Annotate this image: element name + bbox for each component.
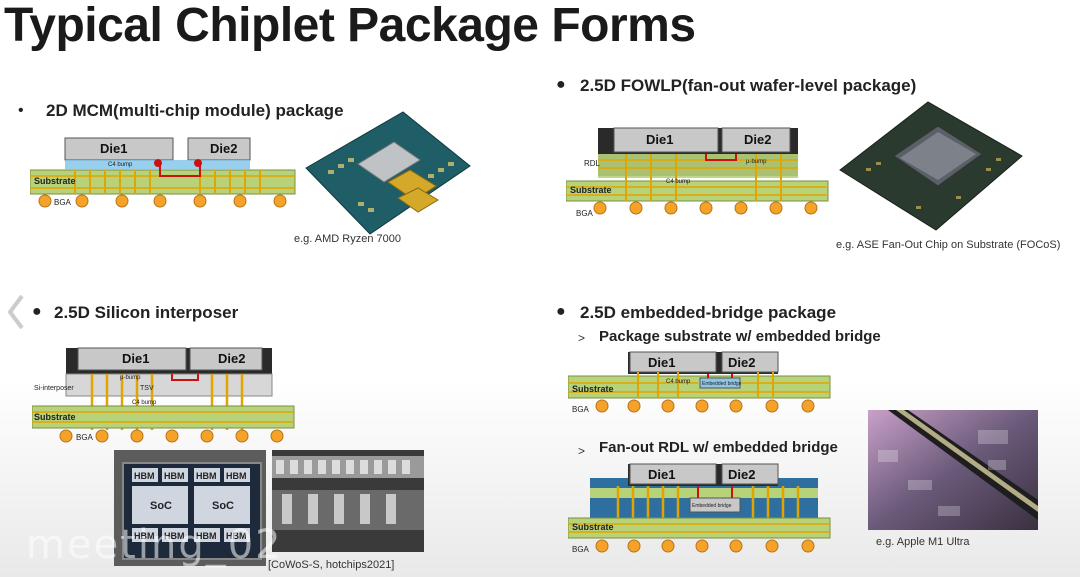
fowlp-rdl-label: RDL — [584, 159, 601, 168]
cowos-layout: HBM HBM HBM HBM SoC SoC HBM HBM HBM HBM — [132, 468, 250, 542]
soc-label: SoC — [212, 500, 234, 512]
mcm-heading: 2D MCM(multi-chip module) package — [46, 101, 344, 120]
bridge1-bump-label: C4 bump — [666, 379, 691, 385]
fowlp-heading: 2.5D FOWLP(fan-out wafer-level package) — [580, 76, 917, 95]
focos-chip-photo — [839, 101, 1023, 231]
bridge2-die1 — [629, 463, 717, 485]
fowlp-bga-label: BGA — [576, 209, 594, 218]
watermark: meeting_02 — [26, 522, 283, 568]
bridge-rdl-diagram: Die1 Die2 Embedded bridge Substrate BGA — [568, 463, 831, 554]
hbm-label: HBM — [226, 531, 247, 541]
hbm-label: HBM — [164, 471, 185, 481]
bridge-caption: e.g. Apple M1 Ultra — [876, 536, 970, 548]
interposer-diagram: Die1 Die2 Si-interposer TSV µ-bump C4 bu… — [32, 347, 295, 443]
interposer-heading: 2.5D Silicon interposer — [54, 303, 239, 322]
bullet-dot: • — [18, 102, 24, 119]
hbm-label: HBM — [164, 531, 185, 541]
bridge-sub2: Fan-out RDL w/ embedded bridge — [599, 439, 838, 456]
interposer-caption: [CoWoS-S, hotchips2021] — [268, 559, 395, 571]
soc-label: SoC — [150, 500, 172, 512]
fowlp-die1-label: Die1 — [646, 132, 673, 147]
mcm-caption: e.g. AMD Ryzen 7000 — [294, 233, 402, 245]
bridge1-die1-label: Die1 — [648, 355, 675, 370]
mcm-bump-label: C4 bump — [108, 162, 133, 168]
bridge1-die2 — [721, 351, 779, 373]
mcm-die1-label: Die1 — [100, 141, 127, 156]
page-title: Typical Chiplet Package Forms — [4, 0, 696, 52]
interposer-bump-label: C4 bump — [132, 400, 157, 406]
bridge-substrate-diagram: Die1 Die2 C4 bump Embedded bridge Substr… — [568, 351, 831, 414]
bridge2-die2 — [721, 463, 779, 485]
amd-ryzen-photo — [305, 111, 471, 235]
bridge2-bridge-label: Embedded bridge — [692, 503, 732, 509]
fowlp-die2 — [721, 127, 791, 153]
bridge2-die1-label: Die1 — [648, 467, 675, 482]
fowlp-bump-label: C4 bump — [666, 179, 691, 185]
interposer-die2 — [189, 347, 263, 371]
bridge1-die2-label: Die2 — [728, 355, 755, 370]
fowlp-die2-label: Die2 — [744, 132, 771, 147]
bridge-sub1: Package substrate w/ embedded bridge — [599, 328, 881, 345]
cowos-cross-section-photo — [272, 450, 424, 552]
hbm-label: HBM — [134, 531, 155, 541]
bullet-dot: ● — [32, 303, 42, 320]
bridge-heading: 2.5D embedded-bridge package — [580, 303, 837, 322]
interposer-die1 — [77, 347, 187, 371]
interposer-die1-label: Die1 — [122, 351, 149, 366]
interposer-die2-label: Die2 — [218, 351, 245, 366]
apple-m1-ultra-photo — [868, 410, 1038, 530]
bridge1-die1 — [629, 351, 717, 373]
interposer-si-label: Si-interposer — [34, 385, 74, 392]
bridge2-bga-label: BGA — [572, 545, 590, 554]
chevron-left-icon[interactable] — [4, 292, 28, 332]
cowos-photo: HBM HBM HBM HBM SoC SoC HBM HBM HBM HBM — [114, 450, 266, 566]
bridge1-bridge-label: Embedded bridge — [702, 381, 742, 387]
hbm-label: HBM — [134, 471, 155, 481]
interposer-tsv-label: TSV — [140, 385, 154, 392]
mcm-bga-label: BGA — [54, 198, 72, 207]
bullet-dot: ● — [556, 303, 566, 320]
interposer-substrate-label: Substrate — [34, 412, 76, 422]
bridge1-bga-label: BGA — [572, 405, 590, 414]
interposer-bga-label: BGA — [76, 433, 94, 442]
fowlp-substrate-label: Substrate — [570, 185, 612, 195]
fowlp-diagram: Die1 Die2 RDL µ-bump C4 bump Substrate B… — [566, 127, 829, 218]
fowlp-die1 — [613, 127, 719, 153]
fowlp-ubump-label: µ-bump — [746, 159, 767, 165]
interposer-ubump-label: µ-bump — [120, 375, 141, 381]
hbm-label: HBM — [196, 531, 217, 541]
hbm-label: HBM — [226, 471, 247, 481]
mcm-diagram: Die1 Die2 Substrate C4 bump BGA — [30, 137, 296, 208]
chevron-right-icon: > — [578, 444, 586, 458]
mcm-substrate-label: Substrate — [34, 176, 76, 186]
chevron-right-icon: > — [578, 331, 586, 345]
mcm-die2-label: Die2 — [210, 141, 237, 156]
bridge2-die2-label: Die2 — [728, 467, 755, 482]
bridge1-substrate-label: Substrate — [572, 384, 614, 394]
hbm-label: HBM — [196, 471, 217, 481]
fowlp-caption: e.g. ASE Fan-Out Chip on Substrate (FOCo… — [836, 239, 1061, 251]
bullet-dot: ● — [556, 76, 566, 93]
bridge2-substrate-label: Substrate — [572, 522, 614, 532]
